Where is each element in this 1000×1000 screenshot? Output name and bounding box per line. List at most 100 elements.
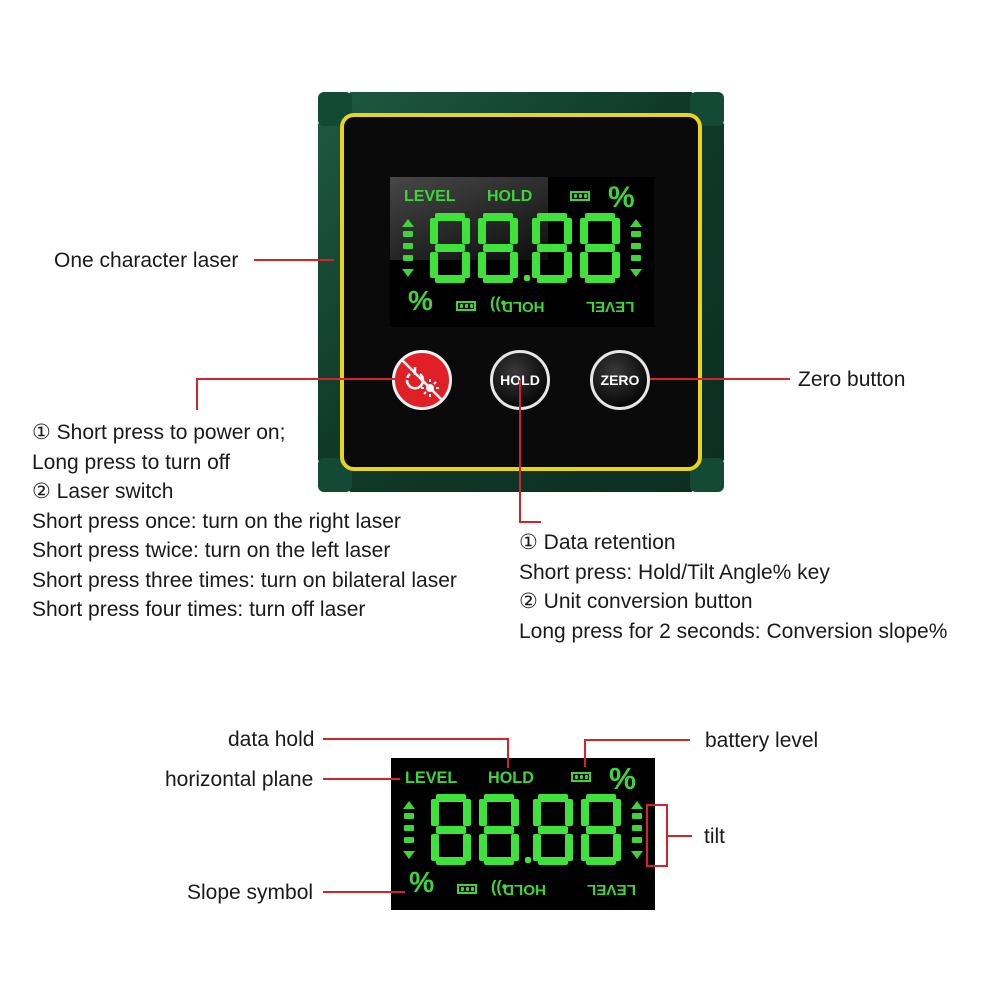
decimal-point — [524, 275, 530, 281]
lcd-percent-indicator: % — [609, 762, 637, 797]
lcd-level-mirrored: LEVEL — [586, 298, 635, 315]
power-icon — [400, 358, 444, 402]
battery-bar — [461, 886, 464, 891]
digit-segment — [581, 833, 589, 861]
sound-icon: ((• — [490, 295, 507, 312]
tilt-bracket — [646, 865, 668, 867]
digit-segment — [483, 825, 515, 834]
digit-segment — [536, 244, 568, 252]
digit-segment — [613, 799, 621, 826]
slope-leader-line — [323, 891, 405, 893]
digit-segment — [483, 857, 515, 866]
lcd-slope-symbol: % — [409, 867, 435, 900]
digit-segment — [565, 799, 573, 826]
digit-segment — [565, 833, 573, 861]
lcd-hold-mirrored: HOLD — [502, 298, 545, 315]
description-line: ① Short press to power on; — [32, 421, 286, 444]
description-line: Long press to turn off — [32, 450, 231, 474]
digit-segment — [431, 833, 439, 861]
tilt-bar — [631, 243, 641, 249]
description-line: Long press for 2 seconds: Conversion slo… — [519, 619, 948, 643]
digit-segment — [510, 217, 518, 244]
digit-segment — [564, 217, 572, 244]
decimal-point — [525, 857, 531, 864]
battery-icon — [571, 772, 591, 783]
battery-bar — [574, 194, 577, 198]
digit-segment — [584, 244, 616, 252]
digit-segment — [581, 799, 589, 826]
power-leader-line — [196, 378, 410, 380]
tilt-bar — [404, 812, 414, 819]
data-hold-leader-line — [507, 738, 509, 768]
description-line: Short press: Hold/Tilt Angle% key — [519, 560, 830, 584]
digit-segment — [584, 213, 616, 221]
digit-segment — [434, 244, 466, 252]
hold-leader-line — [519, 521, 541, 523]
lcd-slope-symbol: % — [408, 285, 433, 316]
digit-segment — [533, 799, 541, 826]
battery-bar — [580, 775, 583, 780]
zero-button[interactable]: ZERO — [590, 350, 650, 410]
digit-segment — [536, 275, 568, 283]
data-hold-leader-line — [323, 738, 509, 740]
tilt-bar — [403, 243, 413, 249]
tilt-bar — [403, 255, 413, 261]
tilt-bracket — [646, 804, 648, 866]
digit-segment — [479, 799, 487, 826]
zero-button-label: ZERO — [600, 372, 640, 388]
battery-bar — [575, 775, 578, 780]
digit-segment — [532, 217, 540, 244]
battery-icon — [457, 883, 477, 894]
horizontal-plane-leader-line — [323, 778, 400, 780]
digit-segment — [585, 825, 617, 834]
tilt-up-arrow — [630, 219, 642, 227]
battery-level-label: battery level — [705, 729, 819, 752]
digit-segment — [435, 857, 467, 866]
battery-bar — [465, 304, 468, 308]
tilt-bar — [632, 812, 642, 819]
digit-segment — [483, 794, 515, 803]
battery-leader-line — [584, 739, 586, 767]
tilt-bracket — [646, 804, 668, 806]
digit-segment — [479, 833, 487, 861]
digit-segment — [536, 213, 568, 221]
tilt-bar — [404, 824, 414, 831]
tilt-bar — [404, 837, 414, 844]
power-leader-line — [196, 378, 198, 410]
digit-segment — [584, 275, 616, 283]
tilt-down-arrow — [631, 851, 643, 860]
tilt-bar — [631, 231, 641, 237]
battery-bar — [470, 304, 473, 308]
lcd-hold-mirrored: HOLD — [503, 880, 547, 898]
battery-icon — [456, 301, 476, 311]
digit-segment — [511, 799, 519, 826]
tilt-up-arrow — [402, 219, 414, 227]
tilt-down-arrow — [630, 269, 642, 277]
digit-segment — [482, 213, 514, 221]
lcd-hold-indicator: HOLD — [488, 769, 534, 788]
lcd-level-mirrored: LEVEL — [587, 880, 636, 898]
description-line: ② Unit conversion button — [519, 590, 753, 613]
tilt-bar — [403, 231, 413, 237]
description-line: Short press twice: turn on the left lase… — [32, 539, 391, 562]
digit-segment — [482, 275, 514, 283]
description-line: ② Laser switch — [32, 480, 174, 503]
sound-icon: ((• — [491, 877, 508, 896]
description-line: Short press three times: turn on bilater… — [32, 568, 457, 592]
tilt-up-arrow — [631, 800, 643, 809]
battery-icon — [570, 191, 590, 201]
laser-leader-line — [254, 259, 334, 261]
digit-segment — [612, 252, 620, 279]
digit-segment — [585, 857, 617, 866]
power-laser-button[interactable] — [392, 350, 452, 410]
digit-segment — [580, 217, 588, 244]
tilt-up-arrow — [403, 800, 415, 809]
tilt-bar — [632, 824, 642, 831]
slope-symbol-label: Slope symbol — [187, 881, 314, 904]
tilt-bar — [631, 255, 641, 261]
digit-segment — [585, 794, 617, 803]
digit-segment — [431, 799, 439, 826]
tilt-down-arrow — [403, 851, 415, 860]
digit-segment — [478, 252, 486, 279]
